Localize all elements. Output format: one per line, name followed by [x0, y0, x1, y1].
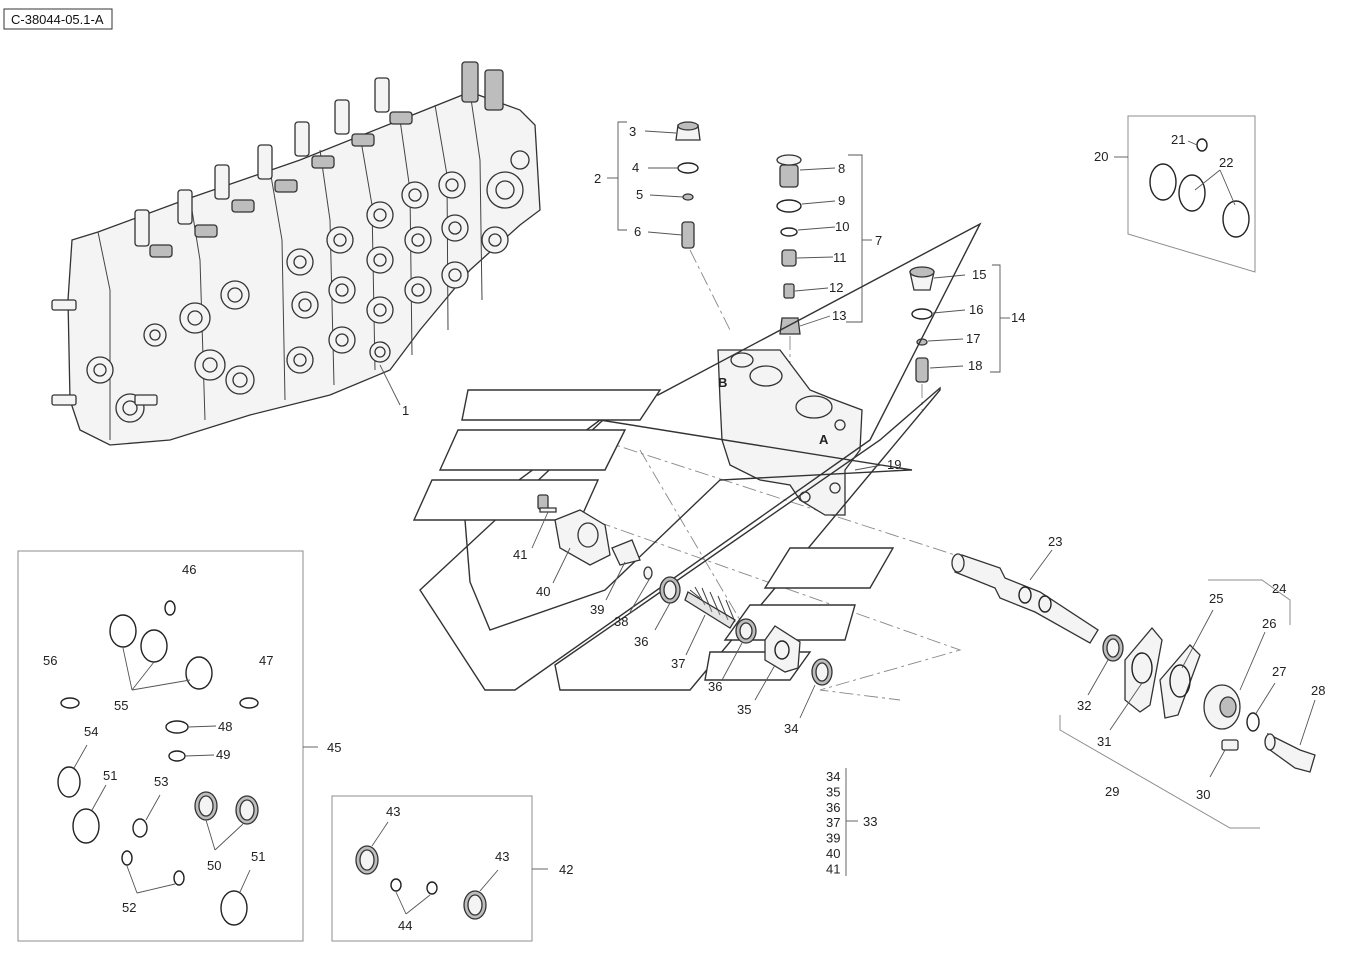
callout-1: 1 — [402, 403, 409, 418]
section-outlines — [412, 222, 982, 691]
callout-46: 46 — [182, 562, 196, 577]
callout-52: 52 — [122, 900, 136, 915]
reference-code-box: C-38044-05.1-A — [3, 8, 113, 30]
callout-40: 40 — [536, 584, 550, 599]
callout-12: 12 — [829, 280, 843, 295]
callout-22: 22 — [1219, 155, 1233, 170]
seal-kit-42-box — [331, 795, 548, 942]
callout-27: 27 — [1272, 664, 1286, 679]
callout-49: 49 — [216, 747, 230, 762]
reference-code: C-38044-05.1-A — [11, 12, 104, 27]
callout-28: 28 — [1311, 683, 1325, 698]
callout-47: 47 — [259, 653, 273, 668]
callout-54: 54 — [84, 724, 98, 739]
seal-kit-45-box — [17, 550, 318, 942]
callout-8: 8 — [838, 161, 845, 176]
callout-53: 53 — [154, 774, 168, 789]
callout-43-upper: 43 — [386, 804, 400, 819]
parts-group-2 — [607, 121, 701, 249]
callout-44: 44 — [398, 918, 412, 933]
spool-and-end-cap-parts — [951, 549, 1316, 829]
callout-32: 32 — [1077, 698, 1091, 713]
callout-10: 10 — [835, 219, 849, 234]
callout-25: 25 — [1209, 591, 1223, 606]
kit-33-item: 37 — [826, 815, 840, 830]
parts-group-14 — [909, 264, 1010, 383]
callout-51-lower: 51 — [251, 849, 265, 864]
control-valve-assembly — [51, 61, 541, 446]
kit-33-item: 40 — [826, 846, 840, 861]
callout-51-upper: 51 — [103, 768, 117, 783]
callout-39: 39 — [590, 602, 604, 617]
callout-45: 45 — [327, 740, 341, 755]
callout-36-lower: 36 — [708, 679, 722, 694]
callout-23: 23 — [1048, 534, 1062, 549]
callout-numbers: 1 2 3 4 5 6 7 8 9 10 11 12 13 14 15 16 1… — [43, 124, 1325, 933]
callout-55: 55 — [114, 698, 128, 713]
callout-9: 9 — [838, 193, 845, 208]
callout-36-upper: 36 — [634, 634, 648, 649]
callout-6: 6 — [634, 224, 641, 239]
callout-4: 4 — [632, 160, 639, 175]
callout-34: 34 — [784, 721, 798, 736]
callout-48: 48 — [218, 719, 232, 734]
left-section-parts — [531, 464, 883, 719]
callout-24: 24 — [1272, 581, 1286, 596]
callout-56: 56 — [43, 653, 57, 668]
callout-19: 19 — [887, 457, 901, 472]
kit-33-item: 35 — [826, 784, 840, 799]
callout-38: 38 — [614, 614, 628, 629]
callout-35: 35 — [737, 702, 751, 717]
callout-11: 11 — [833, 250, 847, 265]
callout-26: 26 — [1262, 616, 1276, 631]
callout-41: 41 — [513, 547, 527, 562]
kit-33-item: 34 — [826, 769, 840, 784]
callout-30: 30 — [1196, 787, 1210, 802]
kit-33-item: 36 — [826, 800, 840, 815]
callout-18: 18 — [968, 358, 982, 373]
callout-29: 29 — [1105, 784, 1119, 799]
callout-3: 3 — [629, 124, 636, 139]
kit-33-item: 39 — [826, 831, 840, 846]
callout-37: 37 — [671, 656, 685, 671]
callout-31: 31 — [1097, 734, 1111, 749]
callout-15: 15 — [972, 267, 986, 282]
callout-17: 17 — [966, 331, 980, 346]
callout-33: 33 — [863, 814, 877, 829]
callout-5: 5 — [636, 187, 643, 202]
callout-50: 50 — [207, 858, 221, 873]
callout-13: 13 — [832, 308, 846, 323]
callout-43-lower: 43 — [495, 849, 509, 864]
port-letter-a: A — [819, 432, 829, 447]
parts-group-20 — [1114, 115, 1256, 273]
callout-7: 7 — [875, 233, 882, 248]
callout-20: 20 — [1094, 149, 1108, 164]
kit-33-item: 41 — [826, 861, 840, 876]
callout-21: 21 — [1171, 132, 1185, 147]
callout-14: 14 — [1011, 310, 1025, 325]
callout-2: 2 — [594, 171, 601, 186]
callout-16: 16 — [969, 302, 983, 317]
callout-42: 42 — [559, 862, 573, 877]
port-letter-b: B — [718, 375, 727, 390]
